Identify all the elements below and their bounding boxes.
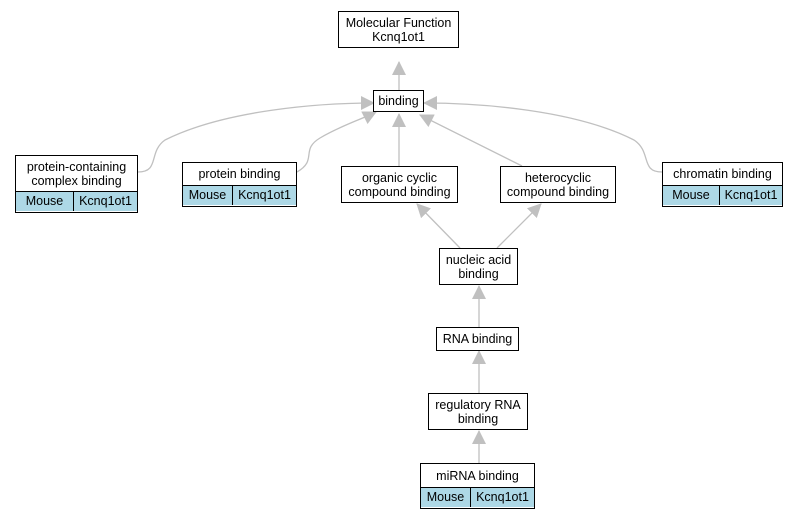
node-organic-cyclic-compound-binding[interactable]: organic cyclic compound binding — [341, 166, 458, 203]
annotation-species[interactable]: Mouse — [421, 488, 470, 507]
node-protein-binding-label: protein binding — [198, 167, 281, 181]
node-chromatin-binding[interactable]: chromatin binding Mouse Kcnq1ot1 — [662, 162, 783, 207]
node-protein-binding[interactable]: protein binding Mouse Kcnq1ot1 — [182, 162, 297, 207]
annotation-row: Mouse Kcnq1ot1 — [421, 487, 534, 507]
annotation-gene[interactable]: Kcnq1ot1 — [73, 192, 137, 211]
annotation-species[interactable]: Mouse — [183, 186, 232, 205]
node-chromatin-binding-label: chromatin binding — [673, 167, 772, 181]
edge-nucleic-acid-to-organic-cyclic — [416, 203, 461, 249]
edge-protein-containing-complex-binding-to-binding — [137, 96, 375, 173]
node-molecular-function[interactable]: Molecular Function Kcnq1ot1 — [338, 11, 459, 48]
node-heterocyclic-compound-binding-label: heterocyclic compound binding — [506, 170, 610, 199]
node-regulatory-rna-binding[interactable]: regulatory RNA binding — [428, 393, 528, 430]
annotation-gene[interactable]: Kcnq1ot1 — [719, 186, 782, 205]
annotation-species[interactable]: Mouse — [663, 186, 719, 205]
node-protein-containing-complex-binding[interactable]: protein-containing complex binding Mouse… — [15, 155, 138, 213]
annotation-row: Mouse Kcnq1ot1 — [663, 185, 782, 205]
node-rna-binding-label: RNA binding — [442, 332, 513, 346]
node-organic-cyclic-compound-binding-label: organic cyclic compound binding — [348, 170, 451, 199]
node-binding[interactable]: binding — [373, 90, 424, 112]
edge-nucleic-acid-to-heterocyclic — [496, 203, 542, 249]
node-rna-binding[interactable]: RNA binding — [436, 327, 519, 351]
node-nucleic-acid-binding[interactable]: nucleic acid binding — [439, 248, 518, 285]
node-mirna-binding-label: miRNA binding — [436, 468, 519, 483]
annotation-row: Mouse Kcnq1ot1 — [183, 185, 296, 205]
node-nucleic-acid-binding-label: nucleic acid binding — [445, 252, 512, 281]
annotation-row: Mouse Kcnq1ot1 — [16, 191, 137, 211]
node-molecular-function-label: Molecular Function Kcnq1ot1 — [345, 15, 452, 44]
node-binding-label: binding — [378, 94, 419, 108]
annotation-gene[interactable]: Kcnq1ot1 — [470, 488, 534, 507]
annotation-gene[interactable]: Kcnq1ot1 — [232, 186, 296, 205]
annotation-species[interactable]: Mouse — [16, 192, 73, 211]
edge-chromatin-binding-to-binding — [423, 96, 663, 173]
node-regulatory-rna-binding-label: regulatory RNA binding — [435, 397, 521, 426]
edge-protein-binding-to-binding — [296, 111, 377, 173]
node-mirna-binding[interactable]: miRNA binding Mouse Kcnq1ot1 — [420, 463, 535, 509]
node-heterocyclic-compound-binding[interactable]: heterocyclic compound binding — [500, 166, 616, 203]
node-protein-containing-complex-binding-label: protein-containing complex binding — [26, 159, 127, 188]
edge-heterocyclic-to-binding — [419, 114, 523, 167]
